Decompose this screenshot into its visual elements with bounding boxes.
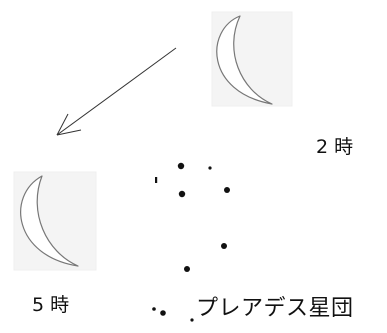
star	[152, 307, 156, 311]
star	[224, 187, 230, 193]
arrow-head-lower	[56, 129, 82, 136]
star	[190, 318, 194, 322]
movement-arrow	[56, 47, 177, 136]
moon-5h-icon	[20, 175, 79, 267]
star	[177, 162, 185, 170]
star	[184, 266, 190, 272]
time-label-5h: 5 時	[32, 294, 70, 316]
star	[178, 190, 186, 198]
arrow-shaft	[56, 47, 177, 136]
star	[221, 243, 227, 249]
star	[155, 177, 158, 183]
star	[160, 310, 166, 316]
pleiades-cluster	[152, 162, 230, 322]
arrow-head-upper	[56, 113, 69, 136]
time-label-2h: 2 時	[316, 136, 354, 158]
star	[208, 166, 212, 170]
pleiades-label: プレアデス星団	[196, 296, 354, 321]
moon-2h-icon	[216, 15, 273, 105]
